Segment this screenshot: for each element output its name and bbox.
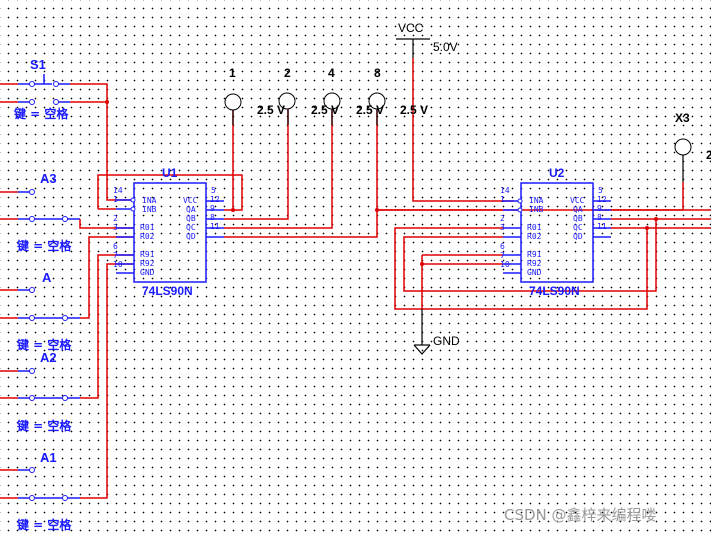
probe-x3-label: X3 xyxy=(675,111,690,125)
u2-pin-name: QC xyxy=(573,223,583,232)
switch-a1[interactable] xyxy=(0,467,80,501)
switch-a-label: A xyxy=(42,270,52,285)
switch-a[interactable] xyxy=(0,287,80,321)
probe-1[interactable] xyxy=(224,93,242,125)
chip-u2-ref: U2 xyxy=(549,166,565,180)
u2-pin-name: QB xyxy=(573,214,583,223)
probe-2-label: 2 xyxy=(284,66,291,80)
u2-pin-num: 11 xyxy=(597,222,607,231)
ground-symbol[interactable] xyxy=(413,309,431,355)
u1-pin-num: 1 xyxy=(113,195,118,204)
probe-4-voltage: 2.5 V xyxy=(356,103,385,117)
u1-pin-num: 7 xyxy=(113,251,118,260)
switch-a1-key-label: 键 = 空格 xyxy=(17,518,72,532)
probe-8-voltage: 2.5 V xyxy=(400,103,429,117)
chip-u2[interactable] xyxy=(503,182,611,283)
u2-pin-name: R01 xyxy=(527,223,542,232)
u1-pin-num: 9 xyxy=(210,204,215,213)
u2-pin-name: QD xyxy=(573,232,583,241)
probe-1-label: 1 xyxy=(229,66,236,80)
switch-s1[interactable] xyxy=(0,74,70,105)
u1-pin-num: 14 xyxy=(113,186,123,195)
switch-a2[interactable] xyxy=(0,368,80,401)
u1-pin-name: QC xyxy=(186,223,196,232)
switch-a2-key-label: 键 = 空格 xyxy=(17,419,72,433)
switch-a3-key-label: 键 = 空格 xyxy=(17,239,72,253)
watermark: CSDN @鑫梓来编程喽 xyxy=(504,506,657,524)
chip-u1-ref: U1 xyxy=(162,166,178,180)
u1-pin-name: R91 xyxy=(140,250,155,259)
gnd-label: GND xyxy=(433,334,460,348)
u1-pin-name: R01 xyxy=(140,223,155,232)
u1-pin-num: 10 xyxy=(113,260,123,269)
u2-pin-name: R02 xyxy=(527,232,542,241)
vcc-label: VCC xyxy=(398,21,424,35)
switch-s1-label: S1 xyxy=(30,57,46,72)
u2-pin-num: 9 xyxy=(597,204,602,213)
u2-pin-num: 7 xyxy=(500,251,505,260)
u2-pin-num: 2 xyxy=(500,214,505,223)
u1-pin-name: QA xyxy=(186,205,196,214)
u1-pin-num: 6 xyxy=(113,242,118,251)
u2-pin-name: GND xyxy=(527,268,542,277)
u1-pin-name: QB xyxy=(186,214,196,223)
probe-4-label: 4 xyxy=(328,66,335,80)
switch-a3[interactable] xyxy=(0,189,80,222)
u2-pin-name: QA xyxy=(573,205,583,214)
u2-pin-num: 1 xyxy=(500,195,505,204)
u2-pin-name: R92 xyxy=(527,259,542,268)
u2-pin-num: 5 xyxy=(598,186,603,195)
u1-pin-name: QD xyxy=(186,232,196,241)
u2-pin-num: 6 xyxy=(500,242,505,251)
chip-u1-part: 74LS90N xyxy=(142,284,193,298)
probe-8[interactable] xyxy=(368,92,386,125)
probe-8-label: 8 xyxy=(374,66,381,80)
u1-pin-name: VCC xyxy=(183,196,198,205)
chip-u2-part: 74LS90N xyxy=(529,284,580,298)
u2-pin-num: 8 xyxy=(597,213,602,222)
vcc-value: 5.0V xyxy=(433,40,458,54)
switch-a2-label: A2 xyxy=(40,350,57,365)
chip-u1[interactable] xyxy=(116,182,224,283)
u1-pin-name: R02 xyxy=(140,232,155,241)
probe-x3[interactable] xyxy=(674,138,692,182)
u1-pin-name: GND xyxy=(140,268,155,277)
probe-x3-voltage: 2 xyxy=(706,148,711,162)
u1-pin-name: R92 xyxy=(140,259,155,268)
probe-2-voltage: 2.5 V xyxy=(311,103,340,117)
u2-pin-num: 12 xyxy=(597,195,607,204)
probe-4[interactable] xyxy=(323,92,341,125)
u1-pin-num: 2 xyxy=(113,214,118,223)
switch-s1-key-label: 键 = 空格 xyxy=(14,107,69,121)
switch-a1-label: A1 xyxy=(40,450,57,465)
u1-pin-name: INB xyxy=(142,205,157,214)
switch-a-key-label: 键 = 空格 xyxy=(17,338,72,352)
u2-pin-name: INB xyxy=(529,205,544,214)
probe-2[interactable] xyxy=(278,92,296,125)
vcc-source[interactable] xyxy=(396,38,430,58)
u2-pin-name: INA xyxy=(529,196,544,205)
u1-pin-name: INA xyxy=(142,196,157,205)
u1-pin-num: 3 xyxy=(113,223,118,232)
u2-pin-num: 3 xyxy=(500,223,505,232)
u2-pin-name: VCC xyxy=(570,196,585,205)
probe-1-voltage: 2.5 V xyxy=(257,103,286,117)
u1-pin-num: 5 xyxy=(211,186,216,195)
u2-pin-num: 10 xyxy=(500,260,510,269)
u1-pin-num: 12 xyxy=(210,195,220,204)
u2-pin-name: R91 xyxy=(527,250,542,259)
u1-pin-num: 11 xyxy=(210,222,220,231)
switch-a3-label: A3 xyxy=(40,171,57,186)
u1-pin-num: 8 xyxy=(210,213,215,222)
u2-pin-num: 14 xyxy=(500,186,510,195)
